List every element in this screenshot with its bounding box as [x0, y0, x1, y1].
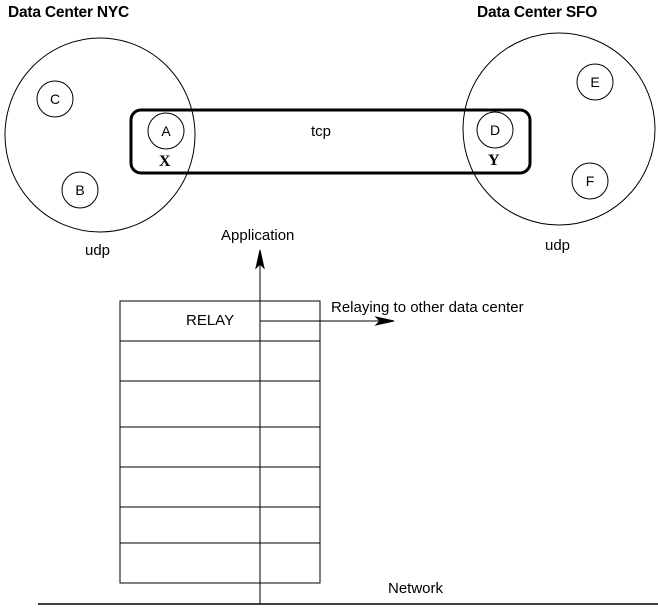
- node-e: [576, 63, 614, 101]
- gateway-y-label: Y: [488, 152, 500, 169]
- node-a-label: A: [161, 123, 171, 139]
- right-datacenter-cloud: [462, 32, 656, 226]
- network-label: Network: [388, 580, 444, 597]
- node-c: [36, 80, 74, 118]
- application-label: Application: [221, 227, 295, 244]
- left-datacenter-cloud: [4, 37, 196, 233]
- node-e-label: E: [590, 74, 600, 90]
- node-d-label: D: [489, 122, 501, 138]
- node-f-label: F: [585, 173, 595, 189]
- node-b-label: B: [75, 182, 85, 198]
- node-d: [476, 111, 514, 149]
- tcp-connection-pipe: [129, 108, 532, 175]
- gateway-x-label: X: [159, 153, 171, 170]
- relay-cell-label: RELAY: [186, 312, 235, 329]
- node-c-label: C: [49, 91, 61, 107]
- relay-arrow-head: [374, 316, 395, 326]
- right-datacenter-title: Data Center SFO: [477, 4, 598, 21]
- tcp-label: tcp: [311, 123, 332, 140]
- left-datacenter-title: Data Center NYC: [8, 4, 130, 21]
- relay-arrow-label: Relaying to other data center: [331, 299, 524, 316]
- node-f: [571, 162, 609, 200]
- node-b: [61, 171, 99, 209]
- protocol-stack-outline: [119, 300, 321, 584]
- node-a: [147, 112, 185, 150]
- udp-label-right: udp: [545, 237, 571, 254]
- application-arrow-head: [255, 249, 265, 270]
- udp-label-left: udp: [85, 242, 111, 259]
